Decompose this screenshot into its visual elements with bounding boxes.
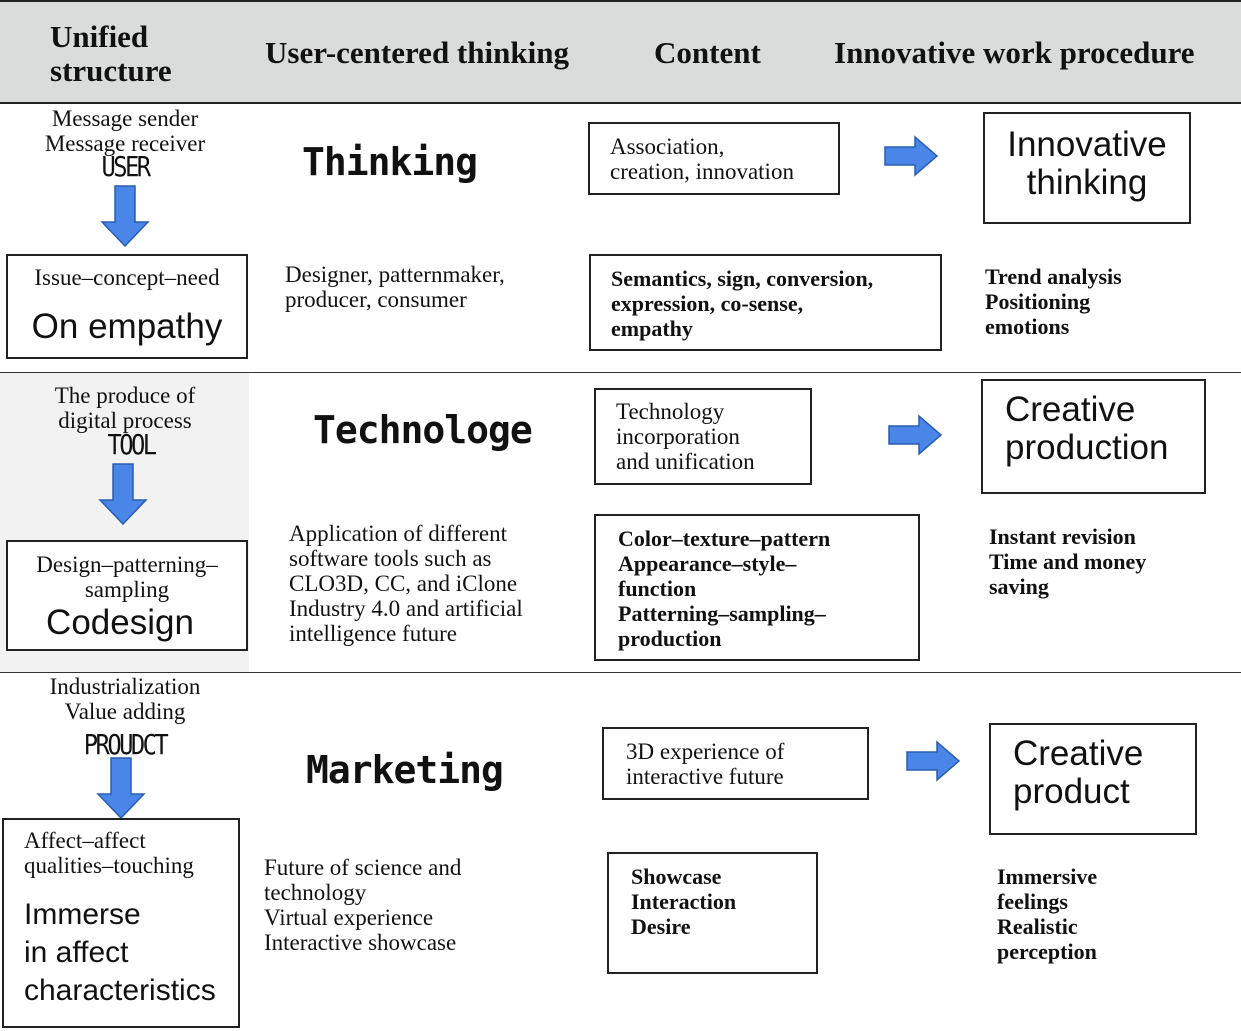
codesign-box: Design–patterning– sampling Codesign: [6, 540, 248, 651]
immerse-box: Affect–affect qualities–touching Immerse…: [2, 818, 240, 1028]
creative-product-box: Creative product: [989, 723, 1197, 835]
user-roles-text: Message sender Message receiver: [44, 106, 206, 156]
color-texture-box: Color–texture–pattern Appearance–style– …: [594, 514, 920, 661]
header-col-unified-structure: Unified structure: [50, 19, 172, 88]
innovative-thinking-box: Innovative thinking: [983, 112, 1191, 224]
thinking-title: Thinking: [302, 140, 478, 184]
row-separator-2: [0, 672, 1241, 673]
software-tools-text: Application of different software tools …: [289, 521, 523, 646]
technologe-title: Technologe: [313, 408, 533, 452]
thinking-roles-text: Designer, patternmaker, producer, consum…: [285, 262, 505, 312]
trend-analysis-text: Trend analysis Positioning emotions: [985, 264, 1122, 339]
creative-production-box: Creative production: [981, 379, 1206, 494]
right-arrow-icon: [884, 135, 939, 177]
header-col-user-centered: User-centered thinking: [265, 35, 569, 70]
down-arrow-icon: [100, 185, 150, 248]
header-col-procedure: Innovative work procedure: [834, 35, 1195, 70]
instant-revision-text: Instant revision Time and money saving: [989, 524, 1147, 599]
right-arrow-icon: [906, 740, 961, 782]
science-technology-text: Future of science and technology Virtual…: [264, 855, 462, 955]
semantics-box: Semantics, sign, conversion, expression,…: [589, 254, 942, 351]
product-key-label: PROUDCT: [83, 728, 169, 761]
industrialization-text: Industrialization Value adding: [49, 674, 201, 724]
tool-process-text: The produce of digital process: [54, 383, 196, 433]
3d-experience-box: 3D experience of interactive future: [602, 727, 869, 800]
user-key-label: USER: [101, 150, 151, 183]
down-arrow-icon: [98, 463, 148, 526]
association-box: Association, creation, innovation: [588, 122, 840, 195]
header-col-content: Content: [654, 35, 761, 70]
immersive-feelings-text: Immersive feelings Realistic perception: [997, 864, 1098, 964]
right-arrow-icon: [888, 414, 943, 456]
down-arrow-icon: [96, 757, 146, 820]
marketing-title: Marketing: [306, 748, 504, 792]
empathy-box: Issue–concept–need On empathy: [6, 254, 248, 359]
showcase-box: Showcase Interaction Desire: [607, 852, 818, 974]
header-band: [0, 0, 1241, 104]
technology-incorporation-box: Technology incorporation and unification: [594, 388, 812, 485]
tool-key-label: TOOL: [107, 428, 157, 461]
row-separator-1: [0, 372, 1241, 373]
